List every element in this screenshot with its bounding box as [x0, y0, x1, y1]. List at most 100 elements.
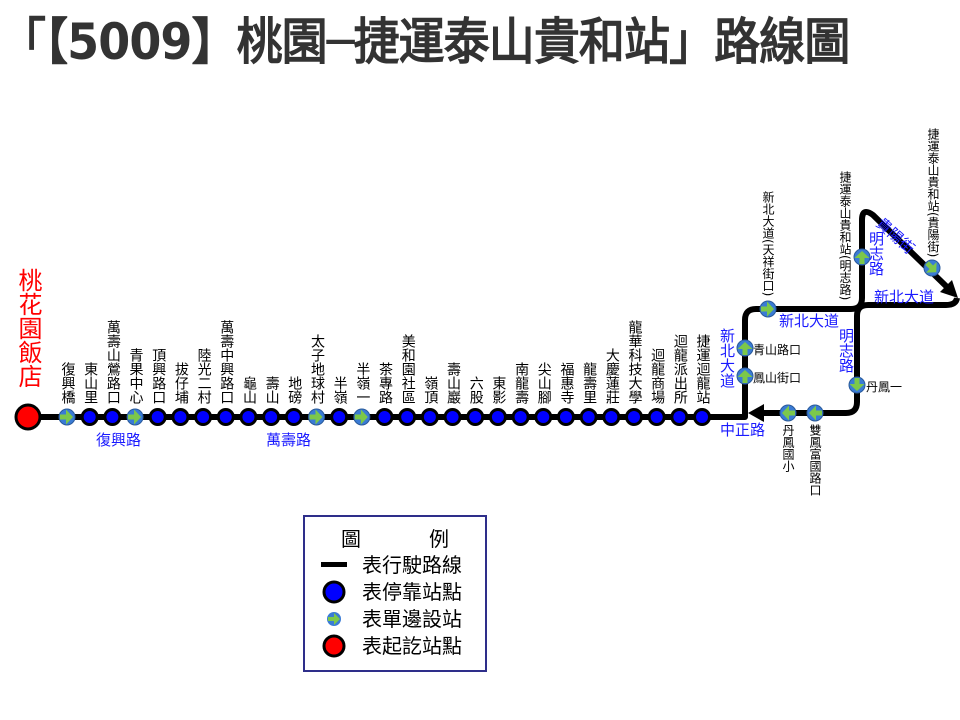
- stop-marker: [330, 408, 349, 426]
- station-label: 龍壽里: [581, 362, 598, 404]
- stop-marker: [556, 408, 575, 426]
- stop-marker: [511, 408, 530, 426]
- arrowhead-icon: [940, 280, 958, 298]
- station-label: 捷運迴龍站: [694, 334, 711, 404]
- stop-marker: [625, 408, 643, 426]
- stop-marker: [670, 408, 689, 426]
- terminal-marker: [14, 403, 42, 431]
- single-side-stop-marker: [853, 248, 871, 266]
- road-label-xinbei: 新北大道: [874, 288, 935, 306]
- station-label: 福惠寺: [558, 362, 575, 404]
- road-label-fuxing: 復興路: [96, 431, 142, 449]
- page-title: 「【5009】桃園─捷運泰山貴和站」路線圖: [0, 13, 850, 71]
- arrowhead-icon: [748, 404, 764, 422]
- legend-item-terminal: 表起訖站點: [305, 633, 485, 659]
- station-label: 迴龍商場: [649, 348, 666, 404]
- station-label: 大慶蓮莊: [603, 348, 620, 404]
- station-label: 萬壽中興路口: [218, 320, 235, 404]
- station-label: 龍華科技大學: [626, 320, 643, 404]
- station-label: 太子地球村: [308, 334, 325, 404]
- single-side-stop-marker: [736, 367, 754, 385]
- station-label: 半嶺: [331, 376, 348, 404]
- stop-marker: [420, 408, 439, 426]
- station-label: 復興橋: [59, 362, 76, 404]
- station-label: 南龍壽: [513, 362, 530, 404]
- station-label: 壽山: [263, 376, 280, 404]
- station-label: 半嶺一: [354, 362, 371, 404]
- station-label: 東影: [490, 376, 507, 404]
- single-side-stop-marker: [779, 404, 797, 422]
- station-label: 丹鳳國小: [781, 424, 795, 472]
- stop-marker: [284, 408, 303, 426]
- stop-marker: [488, 408, 507, 426]
- station-label: 捷運泰山貴和站(明志路): [838, 170, 852, 300]
- station-label: 青山路口: [753, 343, 802, 357]
- single-side-stop-marker: [126, 408, 144, 426]
- station-label: 壽山巖: [445, 362, 462, 404]
- stop-marker: [602, 408, 621, 426]
- route-line-return: [762, 297, 960, 416]
- road-label-xinbei: 新北大道: [779, 312, 840, 330]
- station-label: 地磅: [286, 376, 303, 404]
- station-label: 萬壽山鶯路口: [104, 320, 121, 404]
- road-label-zhongzheng: 中正路: [720, 421, 766, 439]
- station-label: 丹鳳一: [866, 380, 903, 394]
- station-label: 雙鳳富國路口: [808, 424, 822, 496]
- stop-marker: [375, 408, 394, 426]
- station-label: 新北大道(天祥街口): [761, 190, 775, 296]
- station-label: 嶺頂: [422, 376, 439, 404]
- stop-marker: [194, 408, 213, 426]
- single-side-stop-marker: [759, 300, 777, 318]
- road-label-mingzhi: 明志路: [837, 328, 855, 373]
- legend: 圖 例 表行駛路線 表停靠站點 表單邊設站 表起訖站點: [303, 515, 487, 672]
- station-label: 拔仔埔: [172, 362, 189, 404]
- legend-item-single: 表單邊設站: [305, 606, 485, 632]
- road-label-xinbei: 新北大道: [718, 328, 736, 388]
- single-side-stop-marker: [58, 408, 76, 426]
- road-label-wanshou: 萬壽路: [266, 431, 312, 449]
- station-label: 尖山腳: [535, 362, 552, 404]
- legend-title: 例: [429, 527, 449, 551]
- station-label: 茶專路: [377, 362, 394, 404]
- station-label: 青果中心: [127, 348, 144, 404]
- stop-marker: [148, 408, 167, 426]
- terminal-icon: [322, 634, 346, 658]
- stop-marker: [239, 408, 258, 426]
- stop-icon: [322, 580, 346, 604]
- stop-marker: [80, 408, 99, 426]
- stop-marker: [693, 408, 712, 426]
- station-label: 龜山: [240, 376, 257, 404]
- single-side-stop-marker: [923, 259, 941, 277]
- route-line-icon: [321, 562, 347, 567]
- station-label: 六股: [467, 376, 484, 404]
- legend-item-route: 表行駛路線: [305, 552, 485, 578]
- single-side-stop-marker: [307, 408, 325, 426]
- stop-marker: [443, 408, 462, 426]
- station-label: 美和園社區: [399, 334, 416, 404]
- station-label: 頂興路口: [150, 348, 167, 404]
- single-side-stop-marker: [353, 408, 371, 426]
- stop-marker: [647, 408, 666, 426]
- stop-marker: [579, 408, 598, 426]
- stop-marker: [171, 408, 190, 426]
- stop-marker: [262, 408, 281, 426]
- single-side-stop-marker: [736, 339, 754, 357]
- origin-station-label: 桃花園飯店: [14, 268, 42, 388]
- stop-marker: [103, 408, 122, 426]
- station-label: 東山里: [82, 362, 99, 404]
- station-label: 陸光二村: [195, 348, 212, 404]
- stop-marker: [466, 408, 485, 426]
- station-label: 迴龍派出所: [671, 334, 688, 404]
- legend-title: 圖: [341, 527, 361, 551]
- stop-marker: [216, 408, 235, 426]
- road-label-mingzhi: 明志路: [867, 231, 885, 276]
- station-label: 捷運泰山貴和站(貴陽街): [926, 127, 940, 257]
- stop-marker: [534, 408, 553, 426]
- stop-marker: [398, 408, 417, 426]
- single-side-stop-icon: [327, 612, 341, 626]
- legend-item-stop: 表停靠站點: [305, 579, 485, 605]
- single-side-stop-marker: [806, 404, 824, 422]
- single-side-stop-marker: [848, 376, 866, 394]
